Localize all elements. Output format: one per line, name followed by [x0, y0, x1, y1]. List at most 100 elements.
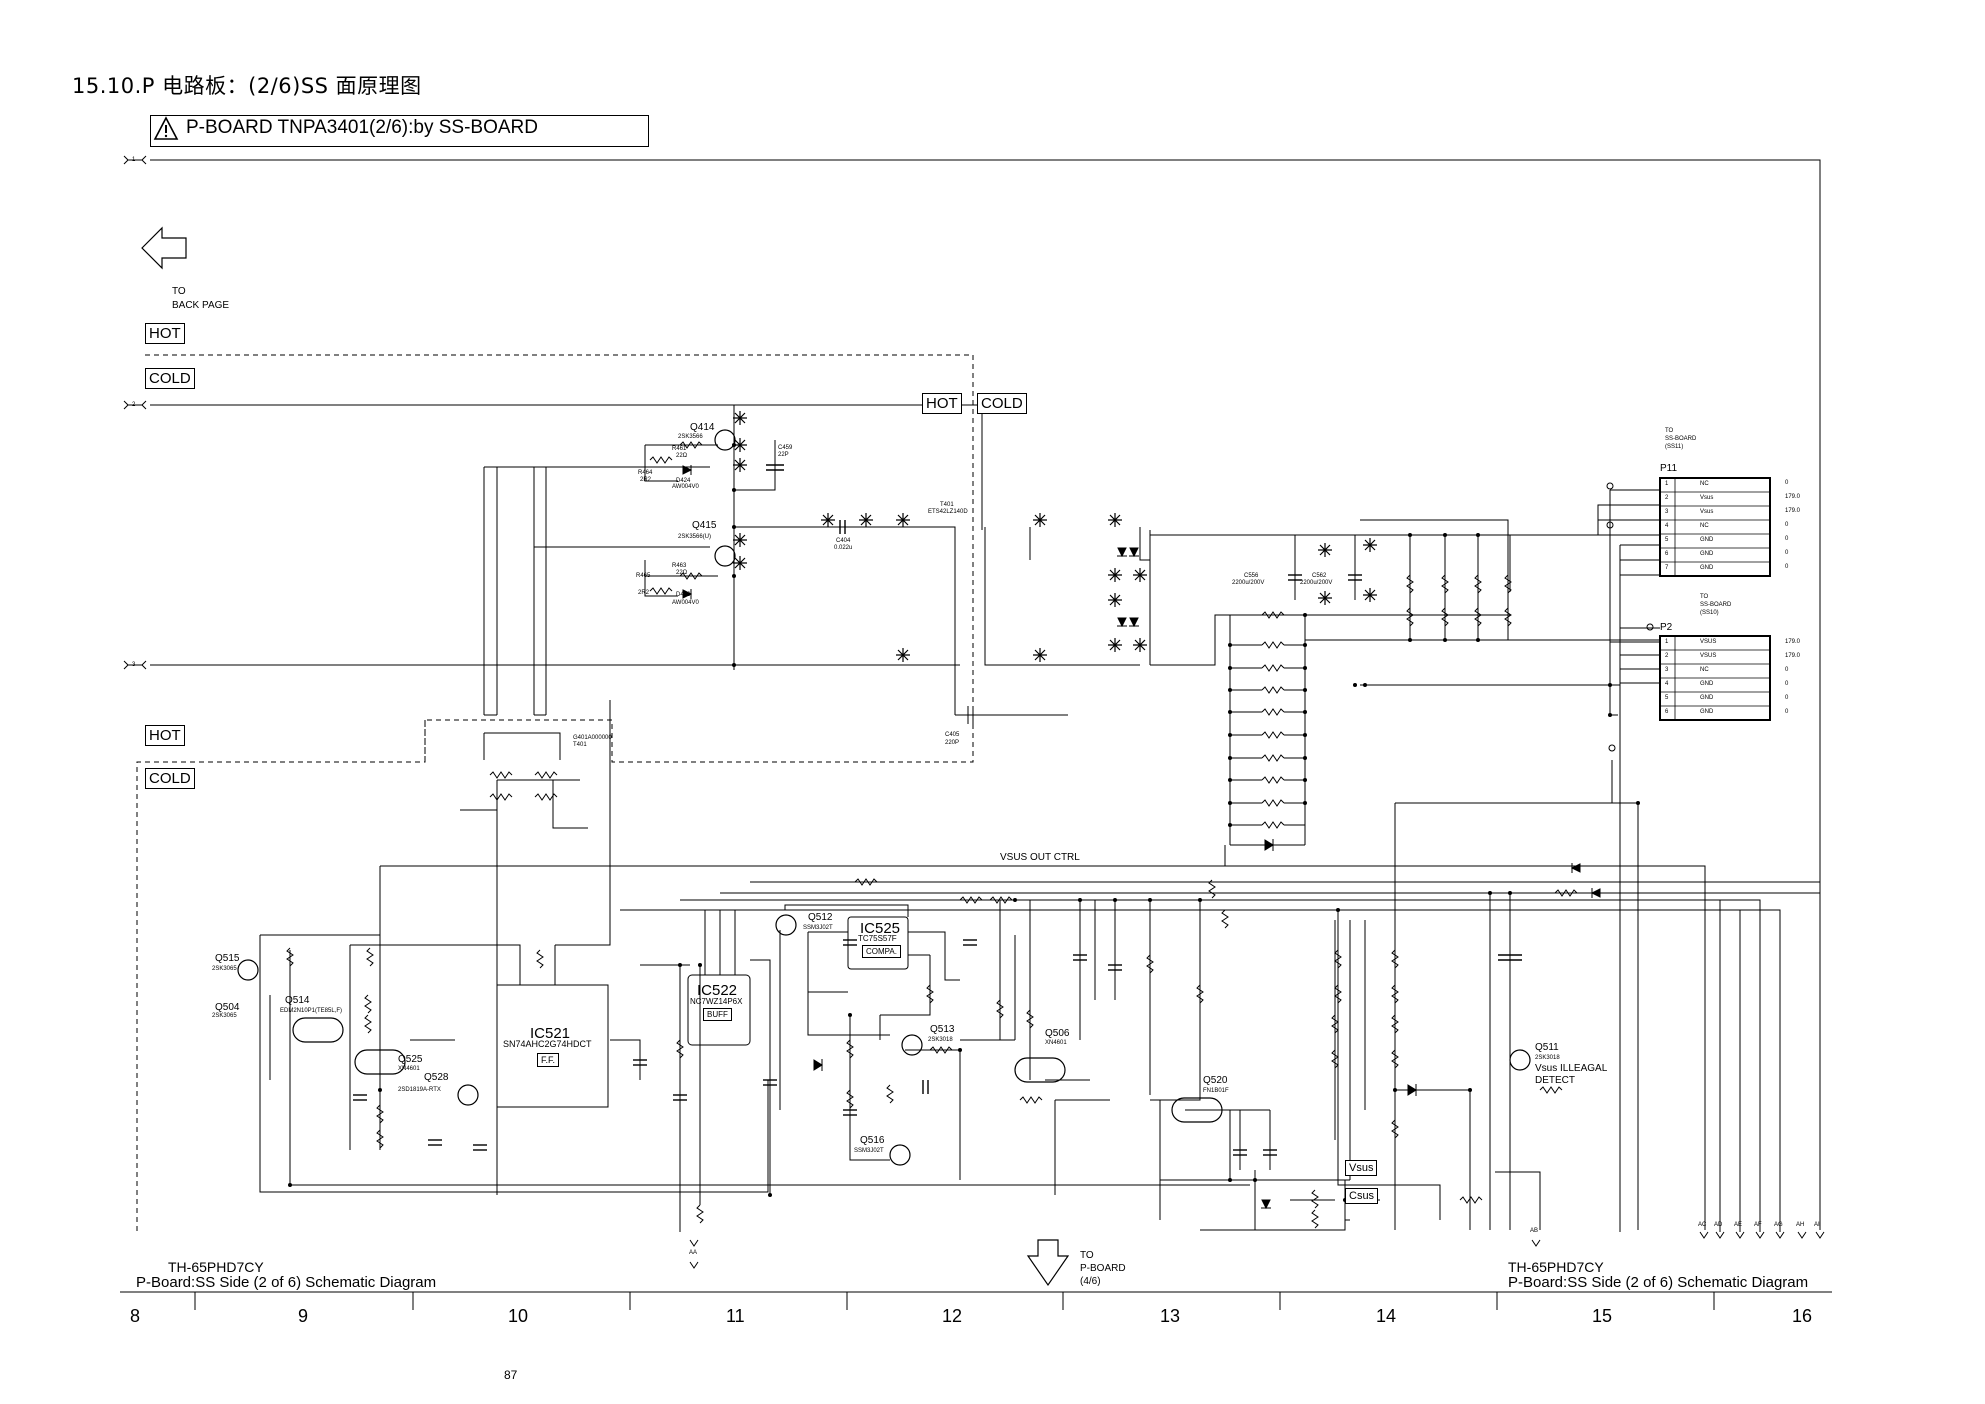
q514-ref: Q514: [285, 995, 310, 1006]
p2-pin-num: 6: [1665, 709, 1669, 715]
back-arrow-icon: [141, 226, 187, 270]
q506-ref: Q506: [1045, 1028, 1070, 1039]
q514-part: EDM2N10P1(TE85L,F): [280, 1008, 343, 1014]
q504-ref: Q504: [215, 1002, 240, 1013]
grid-column-number: 11: [726, 1306, 745, 1326]
q513-ref: Q513: [930, 1024, 955, 1035]
d424-label: D424: [676, 478, 691, 484]
p11-pin-voltage: 179.0: [1785, 494, 1801, 500]
q525-ref: Q525: [398, 1054, 423, 1065]
d426-value: AW004V0: [672, 600, 699, 606]
edge-label: 1: [132, 157, 136, 163]
p2-board: SS-BOARD: [1700, 602, 1732, 608]
q516-part: SSM3J02T: [854, 1148, 884, 1154]
q506-part: XN4601: [1045, 1040, 1067, 1046]
p2-pin-signal: VSUS: [1700, 639, 1717, 645]
r463-value: 22Ω: [676, 570, 688, 576]
ic525-name: IC525: [860, 920, 901, 937]
grid-column-number: 8: [130, 1306, 141, 1326]
q528-part: 2SD1819A-RTX: [398, 1087, 441, 1093]
c405-label: C405: [945, 732, 960, 738]
edge-label: 2: [132, 402, 136, 408]
r463-label: R463: [672, 563, 687, 569]
q511-desc: Vsus ILLEAGAL: [1535, 1063, 1608, 1074]
p11-pin-voltage: 0: [1785, 536, 1789, 542]
to-p-board-label[interactable]: P-BOARD: [1080, 1263, 1126, 1274]
cold-zone-tag: COLD: [145, 368, 195, 389]
q528-ref: Q528: [424, 1072, 449, 1083]
p2-pin-num: 4: [1665, 681, 1669, 687]
edge-label: AG: [1774, 1222, 1783, 1228]
p11-pin-signal: Vsus: [1700, 509, 1714, 515]
p2-pin-voltage: 0: [1785, 681, 1789, 687]
vsus-tag: Vsus: [1345, 1160, 1378, 1176]
p11-pin-voltage: 179.0: [1785, 508, 1801, 514]
p11-pin-signal: GND: [1700, 551, 1714, 557]
to-p-board-label: (4/6): [1080, 1276, 1101, 1287]
q515-ref: Q515: [215, 953, 240, 964]
q504-part: 2SK3065: [212, 1013, 237, 1019]
ic521-function: F.F.: [537, 1053, 560, 1067]
grid-column-number: 16: [1792, 1306, 1813, 1326]
t401-ref: T401: [940, 502, 954, 508]
page-number: 87: [504, 1368, 518, 1382]
grid-column-number: 13: [1160, 1306, 1181, 1326]
p2-pin-voltage: 0: [1785, 709, 1789, 715]
c562-value: 2200u/200V: [1300, 580, 1333, 586]
q511-ref: Q511: [1535, 1042, 1559, 1053]
cold-zone-tag: COLD: [145, 768, 195, 789]
q512-part: SSM3J02T: [803, 925, 833, 931]
grid-column-number: 12: [942, 1306, 963, 1326]
to-p-board-label: TO: [1080, 1250, 1094, 1261]
p11-pin-voltage: 0: [1785, 564, 1789, 570]
ic521-part: SN74AHC2G74HDCT: [503, 1039, 592, 1049]
p11-pin-num: 4: [1665, 523, 1669, 529]
q520-ref: Q520: [1203, 1075, 1228, 1086]
p11-pin-num: 7: [1665, 565, 1669, 571]
p11-pin-num: 3: [1665, 509, 1669, 515]
p2-ref: (SS10): [1700, 610, 1719, 616]
p2-pin-signal: GND: [1700, 681, 1714, 687]
p2-pin-voltage: 0: [1785, 667, 1789, 673]
grid-column-number: 10: [508, 1306, 529, 1326]
r464-label: R464: [638, 470, 653, 476]
r464-value: 2R2: [640, 477, 652, 483]
p11-pin-signal: GND: [1700, 537, 1714, 543]
p11-pin-signal: NC: [1700, 523, 1709, 529]
q511-part: 2SK3018: [1535, 1055, 1560, 1061]
p11-pin-signal: GND: [1700, 565, 1714, 571]
footer-description-left: P-Board:SS Side (2 of 6) Schematic Diagr…: [136, 1274, 437, 1291]
p11-board: SS-BOARD: [1665, 436, 1697, 442]
r461-value: 22Ω: [676, 453, 688, 459]
page-title: 15.10.P 电路板：(2/6)SS 面原理图: [72, 74, 422, 98]
t401b-ref: T401: [573, 742, 587, 748]
p11-pin-voltage: 0: [1785, 480, 1789, 486]
grid-column-number: 9: [298, 1306, 309, 1326]
q414-part: 2SK3566: [678, 434, 703, 440]
q525-part: XN4601: [398, 1066, 420, 1072]
d424-value: AW004V0: [672, 484, 699, 490]
c405-value: 220P: [945, 740, 960, 746]
t401-part: ETS42LZ140D: [928, 509, 968, 515]
t401b-part: G401A000000: [573, 735, 612, 741]
c556-label: C556: [1244, 573, 1259, 579]
p11-pin-voltage: 0: [1785, 550, 1789, 556]
p2-pin-signal: VSUS: [1700, 653, 1717, 659]
ic525-part: TC75S57F: [858, 934, 897, 943]
edge-label: 3: [132, 662, 136, 668]
r465-value: 2R2: [638, 590, 650, 596]
edge-label: AE: [1734, 1222, 1743, 1228]
p11-pin-num: 5: [1665, 537, 1669, 543]
p2-to: TO: [1700, 594, 1709, 600]
p11-pin-signal: NC: [1700, 481, 1709, 487]
footer-model-right: TH-65PHD7CY: [1508, 1259, 1604, 1275]
p2-name: P2: [1660, 622, 1673, 633]
p11-pin-num: 6: [1665, 551, 1669, 557]
back-page-label[interactable]: BACK PAGE: [172, 300, 230, 311]
edge-label: AA: [689, 1250, 698, 1256]
c459-value: 22P: [778, 452, 789, 458]
hot-zone-tag: HOT: [145, 323, 185, 344]
p2-pin-num: 2: [1665, 653, 1669, 659]
p2-pin-num: 5: [1665, 695, 1669, 701]
